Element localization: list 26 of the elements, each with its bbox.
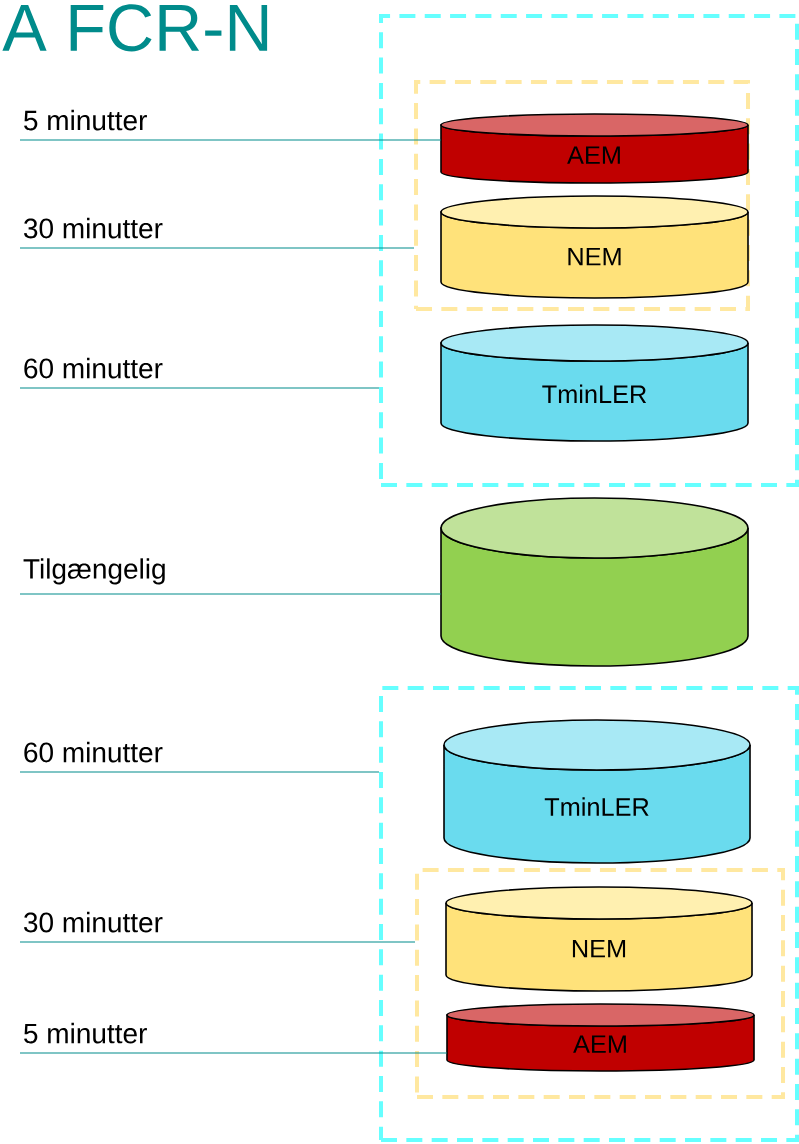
cylinder: AEM [440, 113, 749, 184]
cylinder: NEM [445, 886, 753, 992]
cylinder: TminLER [440, 324, 749, 442]
label-text: 60 minutter [24, 357, 163, 379]
dashed-frame [379, 13, 799, 488]
label-text: 60 minutter [24, 741, 163, 763]
leader-line [19, 1052, 448, 1054]
leader-line [19, 593, 442, 595]
title: A FCR-N [2, 4, 268, 52]
cylinder: AEM [446, 1003, 755, 1072]
label-text: Tilgængelig [23, 558, 165, 585]
cylinder: TminLER [443, 719, 751, 864]
leader-line [19, 139, 442, 141]
dashed-frame [415, 868, 785, 1099]
label-text: 5 minutter [24, 109, 147, 131]
leader-line [19, 771, 380, 773]
cylinder [440, 497, 749, 667]
leader-line [19, 247, 415, 249]
leader-line [19, 941, 416, 943]
cylinder: NEM [440, 195, 749, 299]
dashed-frame [414, 80, 750, 311]
label-text: 30 minutter [24, 911, 163, 933]
label-text: 5 minutter [24, 1022, 147, 1044]
leader-line [19, 387, 380, 389]
dashed-frame [379, 686, 799, 1142]
label-text: 30 minutter [24, 217, 163, 239]
